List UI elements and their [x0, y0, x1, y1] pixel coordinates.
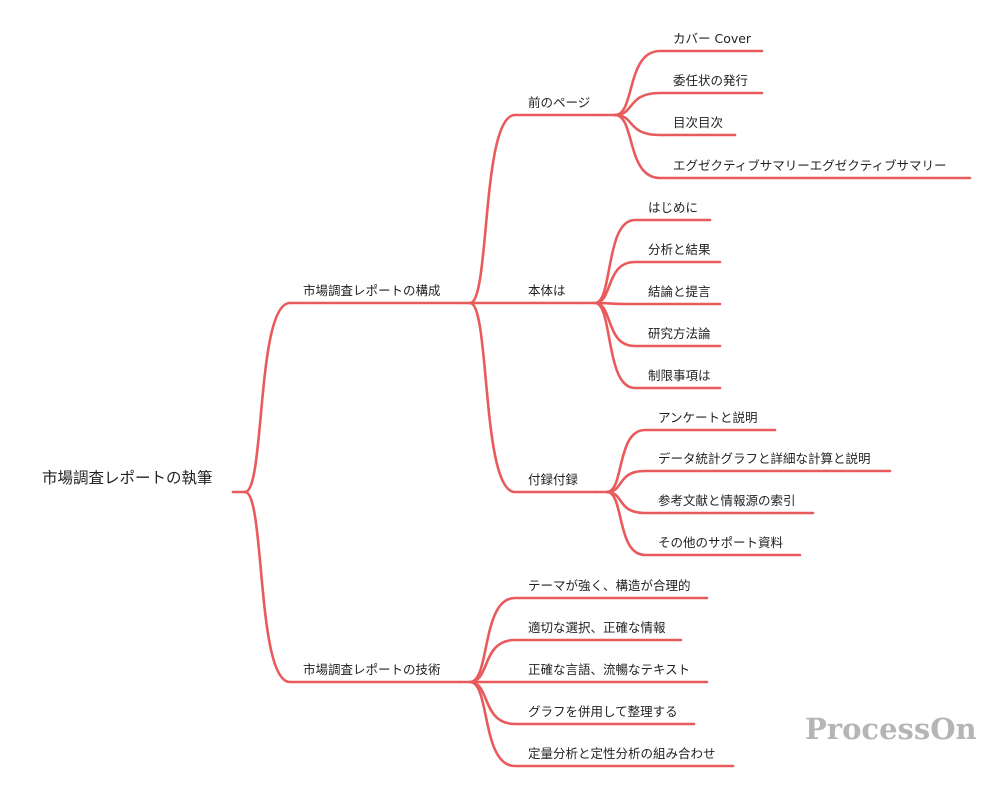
connector-1-1 [468, 638, 683, 684]
connector-0-0-1 [613, 91, 764, 117]
subtopic-0-2-0[interactable]: アンケートと説明 [658, 410, 758, 425]
subtopic-0-1-1[interactable]: 分析と結果 [648, 242, 711, 257]
topic-1[interactable]: 市場調査レポートの技術 [303, 662, 441, 677]
processon-watermark: ProcessOn [805, 712, 977, 746]
subtopic-1-4[interactable]: 定量分析と定性分析の組み合わせ [528, 746, 716, 761]
subtopic-0-2-1[interactable]: データ統計グラフと詳細な計算と説明 [658, 451, 871, 466]
connector-0-2-3 [605, 490, 802, 557]
connector-0-2-0 [605, 428, 777, 494]
subtopic-1-1[interactable]: 適切な選択、正確な情報 [528, 620, 666, 635]
connector-0-2-1 [605, 469, 892, 494]
connector-0 [243, 301, 462, 494]
connector-1-0 [468, 596, 709, 684]
subtopic-0-2-3[interactable]: その他のサポート資料 [658, 535, 784, 550]
connector-0-1-4 [593, 301, 722, 390]
connector-1 [243, 490, 462, 684]
subtopic-1-0[interactable]: テーマが強く、構造が合理的 [528, 578, 691, 593]
connector-0-0-3 [613, 113, 972, 180]
subtopic-1-2[interactable]: 正確な言語、流暢なテキスト [528, 662, 691, 677]
root-topic[interactable]: 市場調査レポートの執筆 [42, 469, 213, 487]
connector-0-1-2 [593, 301, 722, 306]
topic-0-0[interactable]: 前のページ [528, 95, 591, 110]
subtopic-0-0-0[interactable]: カバー Cover [673, 31, 752, 46]
subtopic-0-0-2[interactable]: 目次目次 [673, 115, 724, 130]
topic-0-2[interactable]: 付録付録 [528, 472, 579, 487]
subtopic-0-2-2[interactable]: 参考文献と情報源の索引 [658, 493, 796, 508]
subtopic-0-0-1[interactable]: 委任状の発行 [673, 73, 749, 88]
subtopic-0-0-3[interactable]: エグゼクティブサマリーエグゼクティブサマリー [673, 158, 947, 173]
subtopic-0-1-4[interactable]: 制限事項は [648, 368, 711, 383]
topic-0-1[interactable]: 本体は [528, 283, 566, 298]
connector-0-1-0 [593, 218, 712, 305]
subtopic-0-1-2[interactable]: 結論と提言 [648, 284, 711, 299]
connector-1-4 [468, 680, 735, 768]
topic-0[interactable]: 市場調査レポートの構成 [303, 283, 441, 298]
subtopic-0-1-0[interactable]: はじめに [648, 200, 699, 215]
subtopic-1-3[interactable]: グラフを併用して整理する [528, 704, 678, 719]
connector-0-0-0 [613, 49, 764, 117]
subtopic-0-1-3[interactable]: 研究方法論 [648, 326, 711, 341]
connector-0-0 [468, 113, 602, 305]
connector-0-1-1 [593, 260, 722, 305]
connector-0-2 [468, 301, 597, 494]
